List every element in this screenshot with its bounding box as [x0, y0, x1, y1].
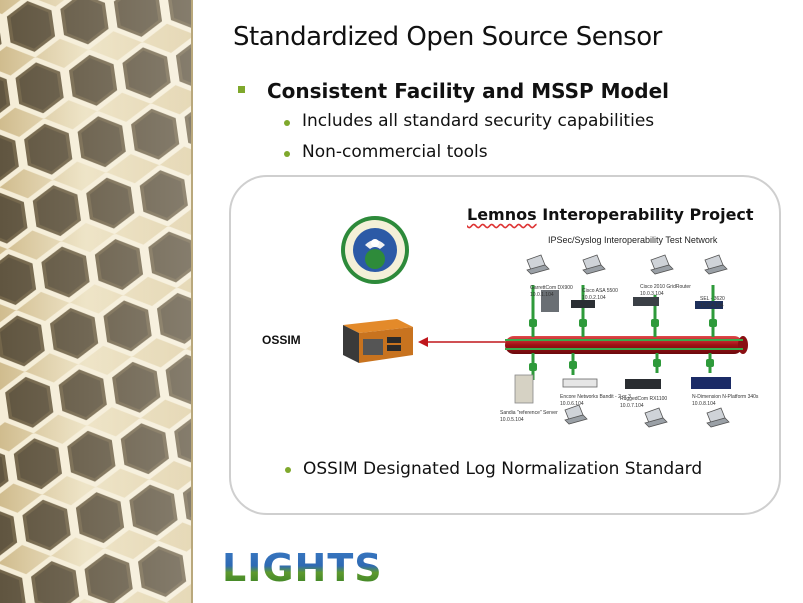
dot-bullet-icon — [285, 467, 291, 473]
bullet-level1: Consistent Facility and MSSP Model — [267, 79, 670, 103]
lights-logo: LIGHTS — [222, 546, 383, 590]
sub-bullet-1: Includes all standard security capabilit… — [302, 111, 655, 131]
project-title: Lemnos Interoperability Project — [467, 205, 754, 224]
slide-title: Standardized Open Source Sensor — [233, 22, 662, 52]
device-label-top-2: Cisco ASA 5500 — [582, 288, 618, 294]
honeycomb-pattern — [0, 0, 191, 603]
network-title: IPSec/Syslog Interoperability Test Netwo… — [548, 235, 718, 245]
device-label-bottom-2: Encore Networks Bandit - 2 or 3 — [560, 394, 631, 400]
bottom-bullet: OSSIM Designated Log Normalization Stand… — [303, 459, 703, 479]
device-ip-bottom-1: 10.0.5.104 — [500, 417, 524, 423]
device-label-top-4: SEL - 3620 — [700, 296, 725, 302]
device-ip-bottom-2: 10.0.6.104 — [560, 401, 584, 407]
device-ip-bottom-3: 10.0.7.104 — [620, 403, 644, 409]
device-label-bottom-3: RuggedCom RX1100 — [620, 396, 668, 402]
device-ip-top-2: 10.0.2.104 — [582, 295, 606, 301]
ossim-label: OSSIM — [262, 333, 301, 347]
device-label-top-3: Cisco 2010 GridRouter — [640, 284, 691, 290]
doe-seal-icon — [341, 216, 409, 284]
project-title-prefix: Lemnos — [467, 205, 537, 224]
project-title-rest: Interoperability Project — [536, 205, 754, 224]
divider — [191, 0, 193, 603]
network-diagram — [505, 254, 748, 428]
device-label-bottom-4: N-Dimension N-Platform 340s — [692, 394, 759, 400]
dot-bullet-icon — [284, 120, 290, 126]
device-ip-bottom-4: 10.0.8.104 — [692, 401, 716, 407]
device-label-top-1: GarrettCom DX900 — [530, 285, 573, 291]
ossim-appliance-icon — [343, 319, 413, 363]
network-pipe — [505, 336, 743, 354]
lights-logo-text: LIGHTS — [222, 546, 383, 590]
dot-bullet-icon — [284, 151, 290, 157]
sub-bullet-2: Non-commercial tools — [302, 142, 488, 162]
device-ip-top-1: 10.0.1.104 — [530, 292, 554, 298]
device-label-bottom-1: Sandia "reference" Server — [500, 410, 558, 416]
honeycomb-background — [0, 0, 191, 603]
device-ip-top-4: 10.0.4.104 — [700, 303, 724, 309]
device-ip-top-3: 10.0.3.104 — [640, 291, 664, 297]
square-bullet-icon — [238, 86, 245, 93]
